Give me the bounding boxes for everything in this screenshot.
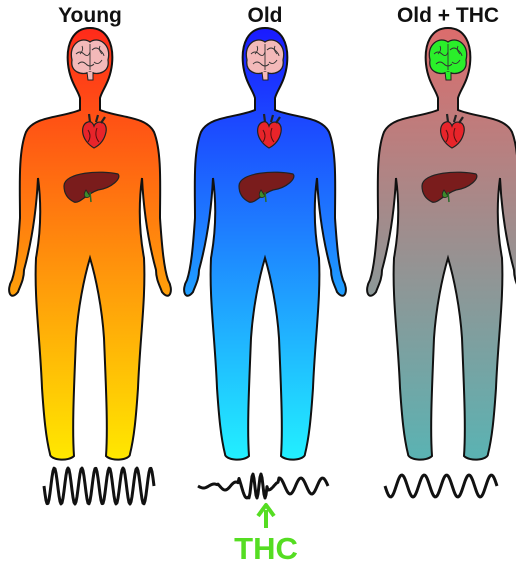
thc-intervention: THC bbox=[234, 505, 298, 566]
human-silhouette bbox=[367, 28, 516, 460]
figure-young: Young bbox=[9, 4, 171, 504]
oscillation-wave bbox=[44, 468, 154, 504]
up-arrow-icon bbox=[258, 505, 274, 528]
column-title: Young bbox=[58, 4, 122, 27]
oscillation-wave bbox=[198, 474, 328, 498]
column-title: Old + THC bbox=[397, 4, 499, 27]
human-silhouette bbox=[9, 28, 171, 460]
thc-label: THC bbox=[234, 531, 298, 566]
column-title: Old bbox=[248, 4, 283, 27]
oscillation-wave bbox=[385, 475, 497, 497]
human-silhouette bbox=[184, 28, 346, 460]
figure-old-thc: Old + THC bbox=[367, 4, 516, 497]
figure-old: Old bbox=[184, 4, 346, 498]
